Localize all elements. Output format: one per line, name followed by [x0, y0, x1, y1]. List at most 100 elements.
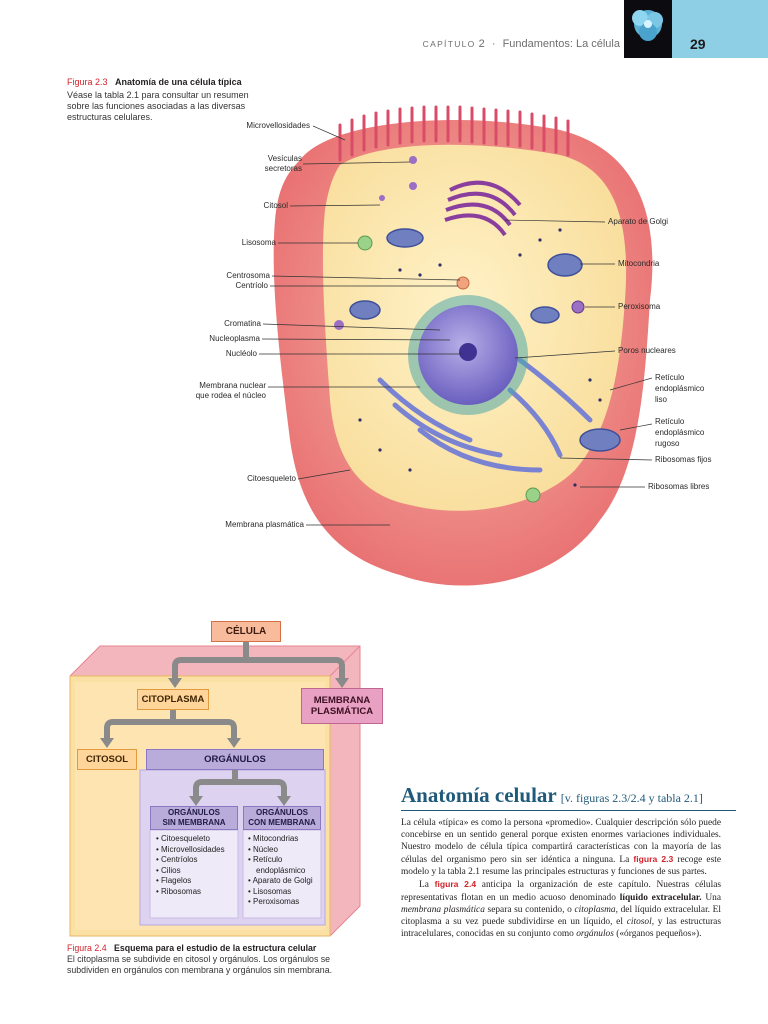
label-reticulo-liso-2: endoplásmico	[655, 384, 705, 393]
list-item: Cilios	[156, 866, 238, 877]
figure-2-4-number: Figura 2.4	[67, 943, 107, 953]
article-body: La célula «típica» es como la persona «p…	[401, 817, 721, 940]
list-item: Microvellosidades	[156, 845, 238, 856]
label-microvellosidades: Microvellosidades	[246, 121, 310, 130]
list-con-membrana: Mitocondrias Núcleo Retículo endoplásmic…	[248, 834, 320, 908]
label-poros-nucleares: Poros nucleares	[618, 346, 676, 355]
figure-2-4-description: El citoplasma se subdivide en citosol y …	[67, 954, 333, 975]
list-item: Retículo	[248, 855, 320, 866]
label-centrosoma: Centrosoma	[226, 271, 270, 280]
label-reticulo-rugoso-2: endoplásmico	[655, 428, 705, 437]
diagram-arrows	[104, 640, 345, 801]
chapter-word: CAPÍTULO	[422, 39, 476, 49]
box-sin-line2: SIN MEMBRANA	[162, 818, 226, 827]
label-reticulo-liso-3: liso	[655, 395, 668, 404]
label-reticulo-rugoso-3: rugoso	[655, 439, 680, 448]
list-item: Centríolos	[156, 855, 238, 866]
text-run: Una	[701, 892, 721, 903]
list-item: Flagelos	[156, 876, 238, 887]
chapter-title: Fundamentos: La célula	[502, 38, 620, 50]
list-item: Núcleo	[248, 845, 320, 856]
box-organulos: ORGÁNULOS	[146, 749, 324, 770]
label-centriolo: Centríolo	[235, 281, 268, 290]
box-sin-line1: ORGÁNULOS	[168, 808, 220, 817]
label-aparato-golgi: Aparato de Golgi	[608, 217, 669, 226]
figure-2-4-reference: figura 2.4	[434, 879, 477, 890]
label-cromatina: Cromatina	[224, 319, 261, 328]
text-run: La célula «típica» es como la persona «p…	[401, 818, 721, 866]
list-item: Peroxisomas	[248, 897, 320, 908]
section-heading-reference: [v. figuras 2.3/2.4 y tabla 2.1]	[560, 791, 703, 805]
text-run: («órganos pequeños»).	[613, 928, 702, 939]
figure-2-4-caption: Figura 2.4 Esquema para el estudio de la…	[67, 943, 367, 976]
label-nucleolo: Nucléolo	[225, 349, 257, 358]
box-membrana-line1: MEMBRANA	[313, 695, 371, 706]
list-item: Citoesqueleto	[156, 834, 238, 845]
box-organulos-con-membrana: ORGÁNULOS CON MEMBRANA	[243, 806, 321, 830]
label-lisosoma: Lisosoma	[241, 238, 276, 247]
label-citoesqueleto: Citoesqueleto	[247, 474, 296, 483]
peroxisome-shape	[571, 300, 585, 314]
label-peroxisoma: Peroxisoma	[618, 302, 661, 311]
label-reticulo-rugoso-1: Retículo	[655, 417, 685, 426]
label-vesiculas-1: Vesículas	[267, 154, 302, 163]
box-organulos-sin-membrana: ORGÁNULOS SIN MEMBRANA	[150, 806, 238, 830]
mitochondria-shapes	[349, 228, 621, 452]
text-run: del líquido extracelular. El citoplasma …	[401, 904, 722, 927]
chapter-number: 2	[478, 38, 485, 50]
section-heading: Anatomía celular [v. figuras 2.3/2.4 y t…	[401, 783, 741, 808]
figure-2-3-number: Figura 2.3	[67, 77, 108, 87]
term-organulos: orgánulos	[576, 928, 614, 939]
lysosome-shape	[357, 235, 373, 251]
box-membrana-line2: PLASMÁTICA	[310, 706, 374, 717]
text-run: y las estructuras intracelulares, conoci…	[401, 916, 721, 939]
label-membrana-plasmatica: Membrana plasmática	[225, 520, 304, 529]
header-color-band	[672, 0, 768, 58]
box-membrana-plasmatica: MEMBRANA PLASMÁTICA	[301, 688, 383, 724]
figure-2-3-caption: Figura 2.3 Anatomía de una célula típica…	[67, 77, 257, 123]
label-citosol: Citosol	[263, 201, 288, 210]
label-vesiculas-2: secretoras	[264, 164, 302, 173]
term-citosol: citosol,	[626, 916, 655, 927]
label-mitocondria: Mitocondria	[618, 259, 660, 268]
label-nucleoplasma: Nucleoplasma	[209, 334, 260, 343]
leader-lines	[259, 125, 653, 526]
label-membrana-nuclear-1: Membrana nuclear	[199, 381, 266, 390]
paragraph-1: La célula «típica» es como la persona «p…	[401, 817, 721, 878]
box-citosol: CITOSOL	[77, 749, 137, 770]
paragraph-2: La figura 2.4 anticipa la organización d…	[401, 878, 721, 939]
heading-rule	[401, 810, 736, 811]
label-ribosomas-libres: Ribosomas libres	[648, 482, 710, 491]
list-item: Mitocondrias	[248, 834, 320, 845]
text-run: recoge este modelo y la tabla 2.1 resume…	[401, 855, 721, 878]
header-separator: ·	[491, 38, 496, 50]
page-number: 29	[690, 36, 706, 52]
figure-2-3-reference: figura 2.3	[633, 854, 674, 865]
list-item: Aparato de Golgi	[248, 876, 320, 887]
running-header: CAPÍTULO 2 · Fundamentos: La célula	[400, 38, 620, 50]
box-celula: CÉLULA	[211, 621, 281, 642]
figure-2-3-title: Anatomía de una célula típica	[115, 77, 242, 87]
cell-anatomy-illustration	[259, 105, 653, 586]
list-item-continuation: endoplásmico	[256, 865, 306, 875]
label-membrana-nuclear-2: que rodea el núcleo	[195, 391, 266, 400]
section-heading-title: Anatomía celular	[401, 783, 557, 807]
microvilli-shape	[338, 105, 570, 162]
list-item: Lisosomas	[248, 887, 320, 898]
chapter-thumbnail-image	[624, 0, 672, 58]
label-ribosomas-fijos: Ribosomas fijos	[655, 455, 712, 464]
list-item: Ribosomas	[156, 887, 238, 898]
text-run: La	[419, 880, 435, 891]
figure-2-3-description: Véase la tabla 2.1 para consultar un res…	[67, 90, 249, 122]
box-con-line2: CON MEMBRANA	[248, 818, 316, 827]
list-sin-membrana: Citoesqueleto Microvellosidades Centríol…	[156, 834, 238, 897]
nucleolus-shape	[459, 343, 477, 361]
box-con-line1: ORGÁNULOS	[256, 808, 308, 817]
label-reticulo-liso-1: Retículo	[655, 373, 685, 382]
term-liquido-extracelular: líquido extracelular.	[619, 892, 702, 903]
text-run: separa su contenido, o	[484, 904, 575, 915]
figure-2-4-title: Esquema para el estudio de la estructura…	[113, 943, 317, 953]
text-run: anticipa la organización de este capítul…	[401, 880, 722, 903]
term-citoplasma: citoplasma,	[574, 904, 618, 915]
ribosomes-shapes	[358, 228, 602, 487]
